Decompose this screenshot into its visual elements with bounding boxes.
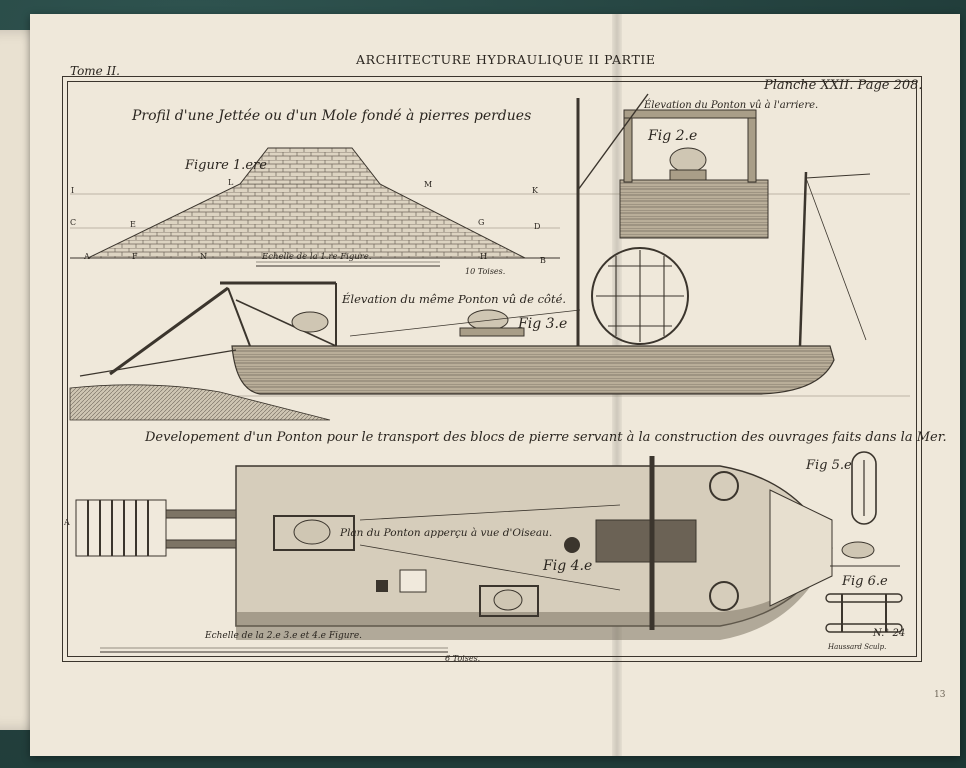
development-caption: Developement d'un Ponton pour le transpo… bbox=[145, 430, 947, 445]
engraver-signature: Haussard Sculp. bbox=[828, 643, 887, 651]
key-letter: A bbox=[84, 252, 90, 261]
page-corner-mark: 13 bbox=[934, 690, 946, 700]
figure-1-jetty-profile bbox=[70, 147, 910, 259]
key-letter: C bbox=[70, 218, 77, 227]
figure-2-label: Fig 2.e bbox=[648, 128, 698, 144]
key-letter: L bbox=[228, 178, 234, 187]
key-letter: I bbox=[71, 186, 75, 195]
figure-3-label: Fig 3.e bbox=[518, 316, 568, 332]
plate-header-title: ARCHITECTURE HYDRAULIQUE II PARTIE bbox=[356, 52, 656, 67]
scale-1-caption: Echelle de la 1.re Figure. bbox=[262, 252, 372, 262]
key-letter: D bbox=[534, 222, 541, 231]
figure-3-pontoon-side-view bbox=[69, 93, 910, 421]
figure-1-label: Figure 1.ere bbox=[185, 158, 267, 173]
scale-bars bbox=[100, 261, 448, 653]
key-letter: A bbox=[64, 518, 70, 527]
key-letter: F bbox=[132, 252, 138, 261]
key-letter: H bbox=[480, 252, 487, 261]
figure-2-caption: Élevation du Ponton vû à l'arriere. bbox=[644, 100, 819, 111]
figure-5-label: Fig 5.e bbox=[806, 458, 852, 473]
key-letter: K bbox=[532, 186, 538, 195]
figure-2-pontoon-rear-view bbox=[619, 109, 769, 239]
figure-4-label: Fig 4.e bbox=[543, 558, 593, 574]
key-letter: E bbox=[130, 220, 136, 229]
planche-page-label: Planche XXII. Page 208. bbox=[764, 78, 923, 93]
figure-6-label: Fig 6.e bbox=[842, 574, 888, 589]
plate-number: N.° 24 bbox=[873, 628, 906, 639]
figure-1-caption: Profil d'une Jettée ou d'un Mole fondé à… bbox=[132, 108, 532, 124]
key-letter: N bbox=[200, 252, 207, 261]
key-letter: M bbox=[424, 180, 433, 189]
tome-label: Tome II. bbox=[70, 64, 120, 78]
scale-2-caption: Echelle de la 2.e 3.e et 4.e Figure. bbox=[205, 631, 363, 641]
figure-4-caption: Plan du Ponton apperçu à vue d'Oiseau. bbox=[340, 527, 553, 539]
scale-2-unit: 6 Toises. bbox=[445, 654, 481, 663]
key-letter: G bbox=[478, 218, 485, 227]
figure-4-pontoon-plan bbox=[75, 456, 833, 640]
figure-3-caption: Élevation du même Ponton vû de côté. bbox=[342, 292, 567, 306]
scale-1-unit: 10 Toises. bbox=[465, 267, 506, 276]
figure-5-and-6-details bbox=[825, 451, 903, 633]
key-letter: B bbox=[540, 256, 546, 265]
plate-inner-border bbox=[67, 81, 917, 657]
plate-outer-border bbox=[62, 76, 922, 662]
